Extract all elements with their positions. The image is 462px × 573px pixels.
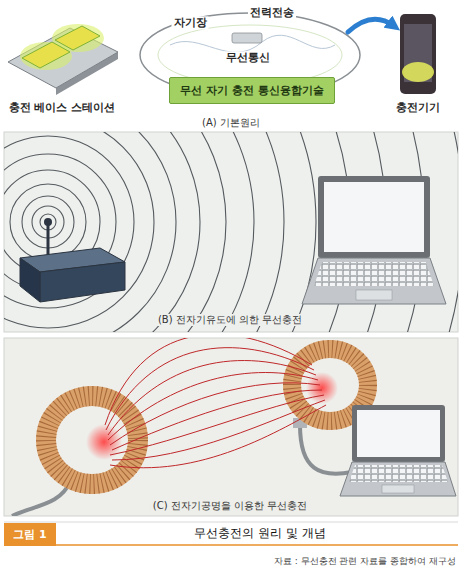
touchpad: [382, 485, 414, 493]
laptop-frame: [352, 405, 445, 462]
wave: [4, 132, 316, 332]
antenna-tip: [44, 218, 52, 226]
field-lines: [105, 338, 326, 468]
wave: [4, 132, 200, 332]
phone-body: [400, 14, 436, 94]
part-label: 무선통신: [224, 51, 272, 64]
field-line: [106, 348, 314, 430]
laptop-keys: [349, 465, 448, 482]
router-front: [40, 262, 125, 302]
tech-box: 무선 자기 충전 통신융합기술: [169, 77, 335, 104]
wave: [4, 132, 284, 332]
field-line: [110, 405, 326, 468]
phone-glow: [402, 62, 434, 82]
coil-left: [46, 396, 138, 484]
radio-waves: [4, 132, 458, 332]
power-arrow: [348, 19, 394, 32]
coils: [12, 338, 456, 516]
wave: [4, 132, 176, 332]
wave: [4, 132, 350, 332]
wave: [4, 132, 154, 328]
field-glow: [86, 424, 122, 460]
figure-title: 무선충전의 원리 및 개념: [62, 526, 458, 540]
wave: [4, 132, 458, 332]
touchpad: [356, 290, 392, 300]
field-line: [110, 395, 324, 455]
cable: [300, 425, 352, 474]
laptop-screen: [324, 182, 424, 252]
field-line: [105, 338, 312, 425]
part-label: 충전 베이스 스테이션: [7, 101, 118, 114]
panel-caption: (B) 전자기유도에 의한 무선충전: [155, 314, 305, 326]
bar-bottom-rule: [4, 544, 458, 546]
cable: [12, 482, 70, 516]
laptop-base: [340, 462, 456, 496]
figure-number-box: 그림 1: [4, 523, 56, 546]
wave: [10, 184, 86, 260]
wave: [4, 132, 226, 332]
panel-a: [8, 13, 436, 97]
laptop-keys: [314, 262, 434, 286]
laptop-base: [302, 258, 446, 304]
laptop-frame: [318, 176, 430, 258]
panel-c: [4, 334, 458, 516]
router-side: [20, 258, 40, 302]
part-label: 충전기기: [394, 101, 442, 114]
field-line: [108, 361, 316, 435]
panel-caption: (A) 기본원리: [199, 117, 263, 129]
comm-icon: [232, 33, 262, 43]
laptop-screen: [357, 410, 440, 457]
source-note: 자료 : 무선충전 관련 자료를 종합하여 재구성: [274, 556, 456, 567]
panel-ground: [4, 338, 458, 516]
wave: [4, 136, 134, 308]
part-label: 전력전송: [248, 6, 296, 19]
field-line: [112, 400, 325, 460]
panel-ground: [4, 132, 458, 332]
bar-top-rule: [4, 522, 458, 523]
wave: [4, 132, 254, 332]
device: [55, 26, 100, 50]
device: [22, 42, 70, 68]
box-text: 그림 1: [13, 527, 46, 542]
field-glow: [306, 372, 338, 404]
router-antenna: [47, 224, 50, 258]
panel-caption: (C) 전자기공명을 이용한 무선충전: [150, 500, 310, 512]
coil-winding: [46, 396, 138, 484]
box-text: 무선 자기 충전 통신융합기술: [180, 83, 324, 98]
part-label: 자기장: [172, 16, 209, 29]
